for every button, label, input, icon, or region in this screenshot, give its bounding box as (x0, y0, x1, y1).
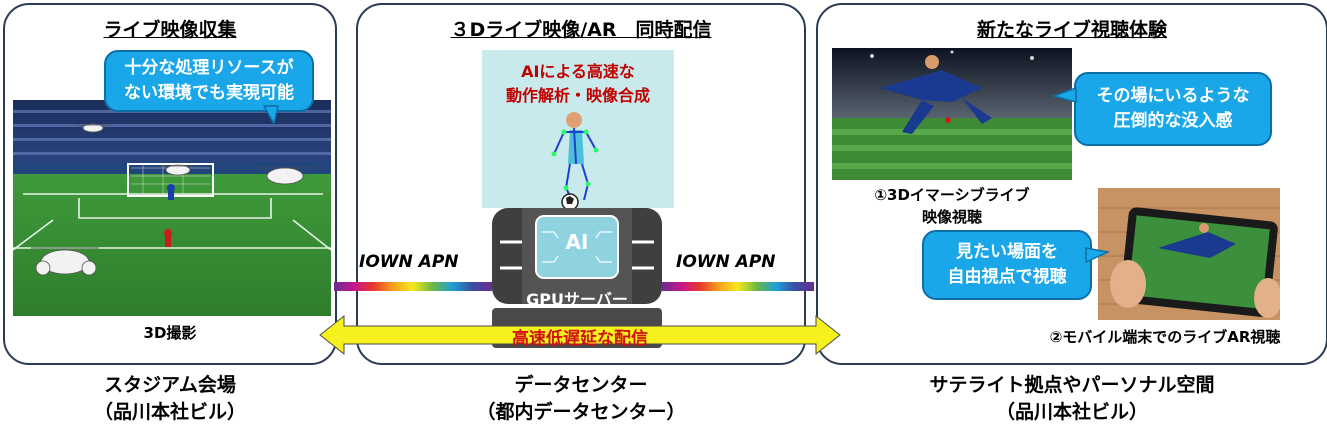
left-callout-tail (262, 104, 282, 126)
right-callout-top-tail (1052, 86, 1078, 108)
right-callout-top-line1: その場にいるような (1097, 84, 1250, 109)
right-panel-title: 新たなライブ視聴体験 (816, 15, 1327, 42)
pose-skeleton-figure (540, 108, 620, 214)
right-callout-bottom-line2: 自由視点で視聴 (948, 265, 1067, 290)
left-location-line2: （品川本社ビル） (3, 399, 337, 426)
ai-chip-label: AI (560, 230, 594, 254)
right-caption-top-line1: ①3Dイマーシブライブ (832, 184, 1072, 206)
right-caption-top: ①3Dイマーシブライブ 映像視聴 (832, 184, 1072, 228)
left-location-line1: スタジアム会場 (3, 372, 337, 399)
immersive-video-image (832, 48, 1072, 180)
right-caption-top-line2: 映像視聴 (832, 206, 1072, 228)
iown-apn-label-left: IOWN APN (359, 252, 459, 272)
left-callout-line2: ない環境でも実現可能 (124, 81, 294, 106)
right-callout-bottom: 見たい場面を自由視点で視聴 (922, 230, 1092, 300)
mobile-ar-image (1098, 188, 1280, 320)
iown-apn-line-right (662, 282, 814, 291)
stadium-drone-image (13, 100, 331, 316)
ai-box-line1: AIによる高速な (482, 60, 674, 84)
left-callout-line1: 十分な処理リソースが (124, 56, 294, 81)
center-panel-title: ３Dライブ映像/AR 同時配信 (356, 15, 806, 42)
right-location-line1: サテライト拠点やパーソナル空間 (816, 372, 1327, 399)
gpu-server-label: GPUサーバー (492, 286, 662, 310)
center-location-line1: データセンター (356, 372, 806, 399)
iown-apn-label-right: IOWN APN (676, 252, 776, 272)
iown-apn-line-left (334, 282, 492, 291)
right-location: サテライト拠点やパーソナル空間 （品川本社ビル） (816, 372, 1327, 426)
ai-box-line2: 動作解析・映像合成 (482, 84, 674, 108)
delivery-label: 高速低遅延な配信 (318, 324, 842, 349)
left-location: スタジアム会場 （品川本社ビル） (3, 372, 337, 426)
center-location-line2: （都内データセンター） (356, 399, 806, 426)
right-callout-top: その場にいるような圧倒的な没入感 (1074, 72, 1272, 146)
left-caption: 3D撮影 (3, 322, 337, 343)
right-callout-top-line2: 圧倒的な没入感 (1097, 109, 1250, 134)
right-caption-bottom: ②モバイル端末でのライブAR視聴 (1010, 326, 1320, 347)
right-callout-bottom-line1: 見たい場面を (948, 240, 1067, 265)
right-location-line2: （品川本社ビル） (816, 399, 1327, 426)
left-panel-title: ライブ映像収集 (3, 15, 337, 42)
right-callout-bottom-tail (1084, 246, 1110, 268)
left-callout: 十分な処理リソースがない環境でも実現可能 (104, 50, 314, 112)
center-location: データセンター （都内データセンター） (356, 372, 806, 426)
